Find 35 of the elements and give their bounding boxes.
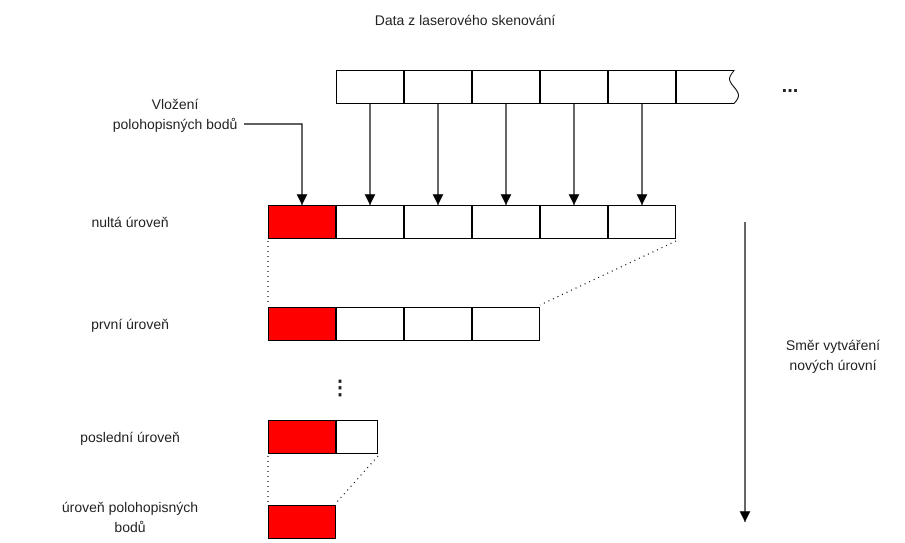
level-label: úroveň polohopisných bodů bbox=[60, 498, 200, 537]
array-cell bbox=[472, 205, 540, 239]
highlighted-array-cell bbox=[268, 307, 336, 341]
arrow bbox=[244, 123, 308, 205]
ellipsis-mark: ... bbox=[780, 76, 800, 96]
projection-line bbox=[336, 456, 378, 504]
arrow bbox=[364, 104, 376, 205]
array-cell bbox=[404, 70, 472, 104]
array-cell bbox=[404, 307, 472, 341]
array-cell bbox=[608, 205, 676, 239]
array-cell bbox=[336, 205, 404, 239]
direction-label: Směr vytváření nových úrovní bbox=[784, 336, 882, 375]
arrow bbox=[568, 104, 580, 205]
array-cell bbox=[472, 307, 540, 341]
title-text: Data z laserového skenování bbox=[374, 11, 556, 30]
array-cell bbox=[404, 205, 472, 239]
highlighted-array-cell bbox=[268, 505, 336, 539]
array-cell bbox=[540, 70, 608, 104]
arrow bbox=[636, 104, 648, 205]
level-label: nultá úroveň bbox=[90, 213, 170, 232]
highlighted-array-cell bbox=[268, 205, 336, 239]
projection-line bbox=[540, 240, 676, 306]
array-cell bbox=[336, 420, 378, 454]
array-cell bbox=[540, 205, 608, 239]
annotation-text: Vložení polohopisných bodů bbox=[110, 94, 240, 134]
arrow bbox=[432, 104, 444, 205]
level-label: poslední úroveň bbox=[79, 428, 181, 447]
array-cell bbox=[608, 70, 676, 104]
highlighted-array-cell bbox=[268, 420, 336, 454]
array-cell bbox=[472, 70, 540, 104]
ellipsis-mark: ⋮ bbox=[330, 378, 350, 398]
arrow bbox=[500, 104, 512, 205]
array-cell bbox=[336, 307, 404, 341]
array-cell bbox=[336, 70, 404, 104]
level-label: první úroveň bbox=[90, 315, 170, 334]
